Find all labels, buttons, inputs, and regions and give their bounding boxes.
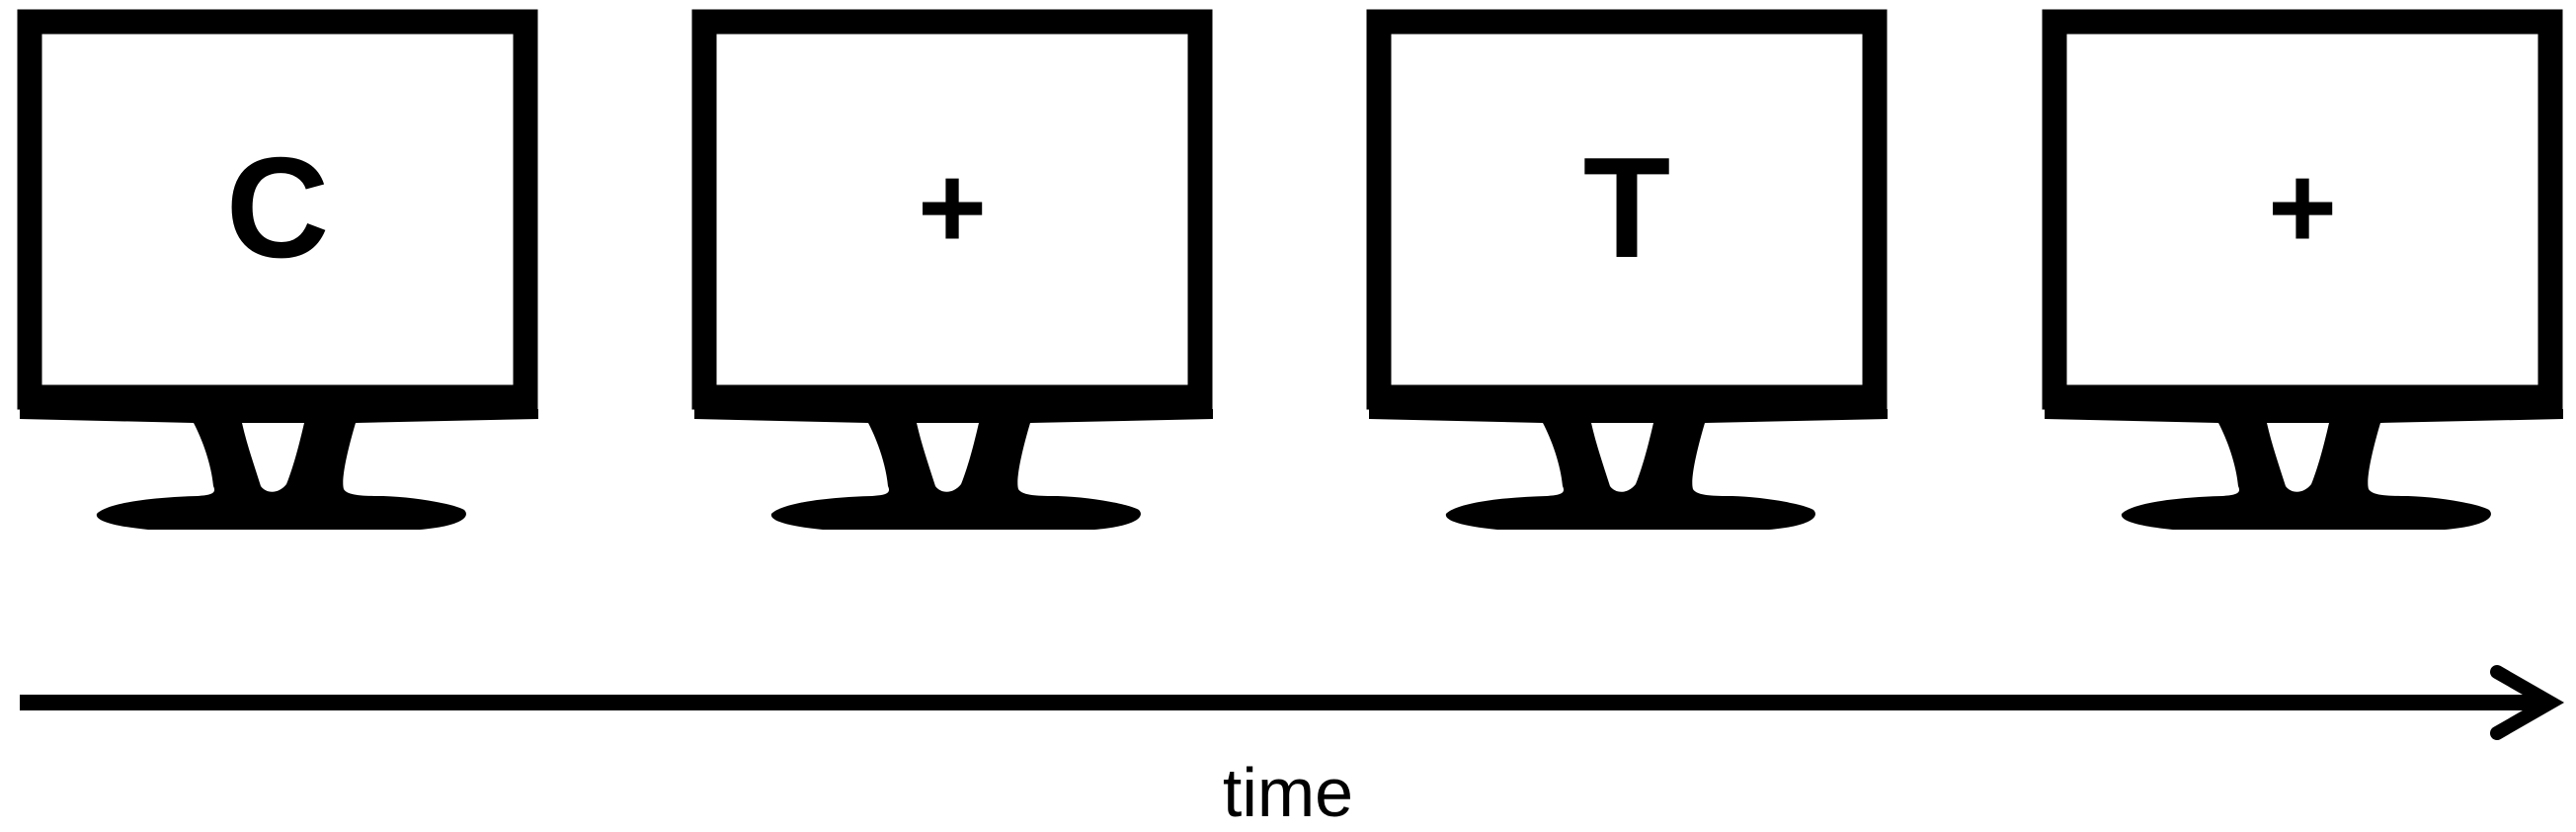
monitor-2-screen: [691, 9, 1213, 410]
monitor-1-stimulus: C: [226, 127, 330, 288]
monitor-2-stand: [694, 409, 1213, 530]
monitor-3-stimulus: T: [1583, 127, 1671, 288]
monitor-4: +: [2042, 9, 2563, 530]
monitor-2-stimulus: +: [918, 141, 987, 274]
monitor-3-stand: [1369, 409, 1888, 530]
monitor-1-stand: [20, 409, 538, 530]
monitor-4-stand: [2045, 409, 2563, 530]
timeline-arrowhead: [2490, 665, 2565, 740]
monitor-3-screen: [1366, 9, 1888, 410]
monitor-3: T: [1366, 9, 1888, 530]
timeline-label: time: [1223, 754, 1353, 831]
timeline-arrow: [20, 665, 2565, 740]
monitor-4-screen: [2042, 9, 2563, 410]
monitor-2: +: [691, 9, 1213, 530]
monitor-1: C: [17, 9, 538, 530]
monitor-1-screen: [17, 9, 538, 410]
monitor-4-stimulus: +: [2268, 141, 2337, 274]
